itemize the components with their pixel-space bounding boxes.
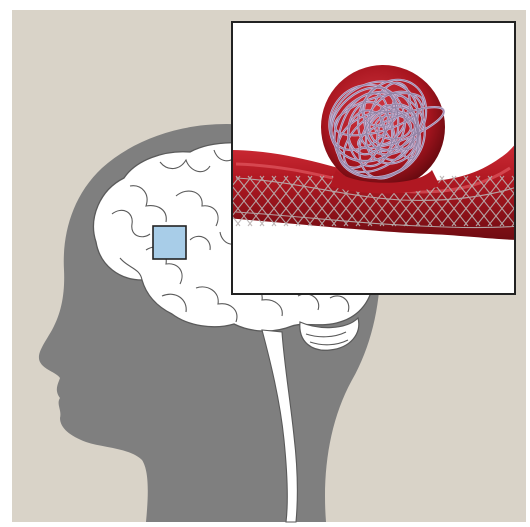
highlight-region xyxy=(153,226,186,259)
